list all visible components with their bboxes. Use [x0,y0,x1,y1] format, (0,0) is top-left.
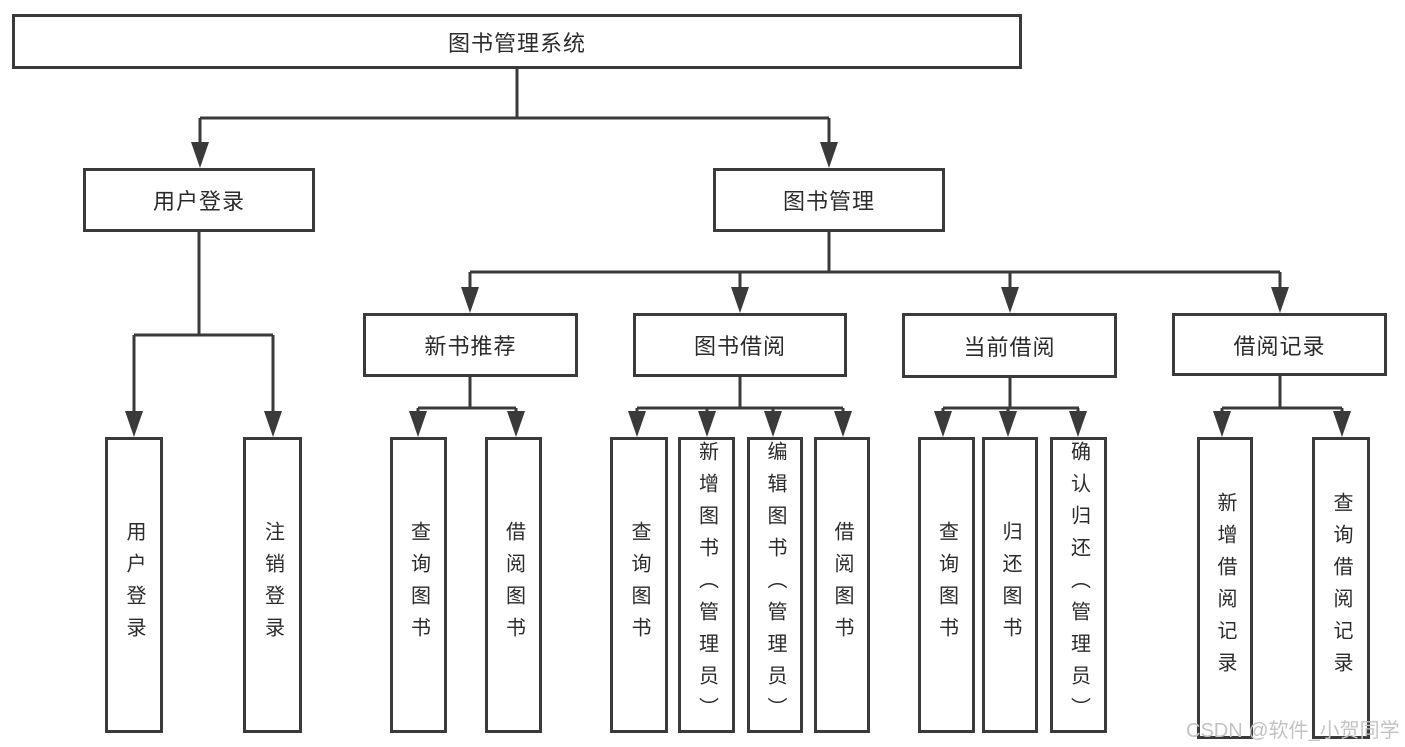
node-user-login-leaf: 用户登录 [105,437,163,733]
node-add-borrow-record-label: 新增借阅记录 [1214,492,1236,684]
node-add-books-admin-label: 新增图书（管理员） [695,441,718,729]
node-current-borrowing: 当前借阅 [902,313,1117,378]
connector-user-login-children [132,232,275,414]
arrowheads [125,142,1351,437]
connector-root-to-level2 [198,69,831,145]
node-library-management-system: 图书管理系统 [12,14,1022,69]
node-user-login-leaf-label: 用户登录 [123,521,145,649]
node-query-books-2-label: 查询图书 [628,521,650,649]
node-query-books-3: 查询图书 [918,437,975,733]
csdn-watermark: CSDN @软件_小贺同学 [1186,720,1400,742]
node-edit-books-admin: 编辑图书（管理员） [747,437,803,733]
node-confirm-return-admin: 确认归还（管理员） [1050,437,1107,733]
connector-book-management-children [468,232,1282,290]
connector-borrowing-records-children [1220,376,1344,414]
node-confirm-return-admin-label: 确认归还（管理员） [1067,441,1090,729]
node-return-books: 归还图书 [982,437,1038,733]
node-query-borrow-record-label: 查询借阅记录 [1330,492,1352,684]
node-borrow-books-1-label: 借阅图书 [502,521,525,649]
node-query-borrow-record: 查询借阅记录 [1312,437,1370,739]
node-borrow-books-2-label: 借阅图书 [831,521,853,649]
node-return-books-label: 归还图书 [999,521,1021,649]
node-borrow-books-2: 借阅图书 [814,437,870,733]
node-edit-books-admin-label: 编辑图书（管理员） [764,441,786,729]
node-book-management: 图书管理 [713,168,945,232]
node-query-books-1: 查询图书 [390,437,447,733]
node-add-borrow-record: 新增借阅记录 [1197,437,1253,739]
node-new-book-recommend: 新书推荐 [363,313,578,377]
node-query-books-2: 查询图书 [610,437,668,733]
node-borrow-books-1: 借阅图书 [485,437,542,733]
node-logout-label: 注销登录 [261,521,284,649]
node-user-login: 用户登录 [83,168,315,232]
node-logout: 注销登录 [243,437,302,733]
node-query-books-3-label: 查询图书 [935,521,958,649]
node-book-borrowing: 图书借阅 [633,313,847,377]
node-query-books-1-label: 查询图书 [407,521,430,649]
connector-book-borrowing-children [635,377,845,414]
node-add-books-admin: 新增图书（管理员） [678,437,735,733]
node-borrowing-records: 借阅记录 [1172,313,1387,376]
connector-current-borrowing-children [941,378,1080,414]
connector-new-book-recommend-children [416,377,518,414]
